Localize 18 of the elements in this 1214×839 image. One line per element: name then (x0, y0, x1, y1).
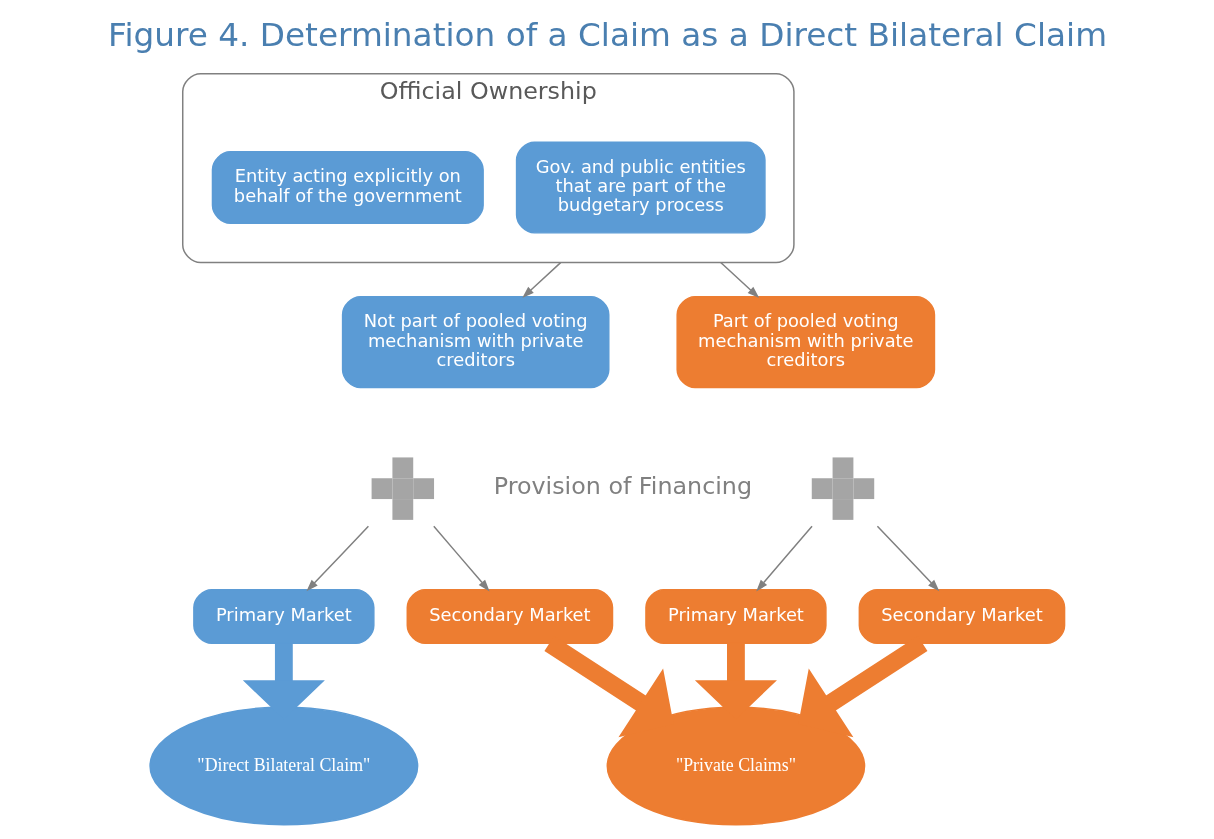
arrow (521, 261, 561, 298)
node-box: Secondary Market (858, 589, 1065, 645)
arrow (755, 525, 813, 592)
arrow (305, 525, 369, 592)
node-ellipse: "Private Claims" (606, 706, 865, 826)
arrow (432, 525, 490, 592)
node-box: Secondary Market (406, 589, 613, 645)
node-box: Part of pooled voting mechanism with private creditors (675, 296, 935, 389)
node-box: Primary Market (192, 589, 375, 645)
diagram-title: Figure 4. Determination of a Claim as a Direct Bilateral Claim (107, 16, 1107, 55)
node-ellipse: "Direct Bilateral Claim" (148, 706, 418, 826)
node-box: Primary Market (644, 589, 827, 645)
arrow (876, 525, 939, 592)
arrow (719, 261, 759, 298)
label: Provision of Financing (493, 472, 752, 501)
node-box: Gov. and public entities that are part of the budgetary process (515, 141, 766, 234)
node-box: Entity acting explicitly on behalf of the government (211, 151, 484, 224)
node-box: Not part of pooled voting mechanism with private creditors (341, 296, 610, 389)
